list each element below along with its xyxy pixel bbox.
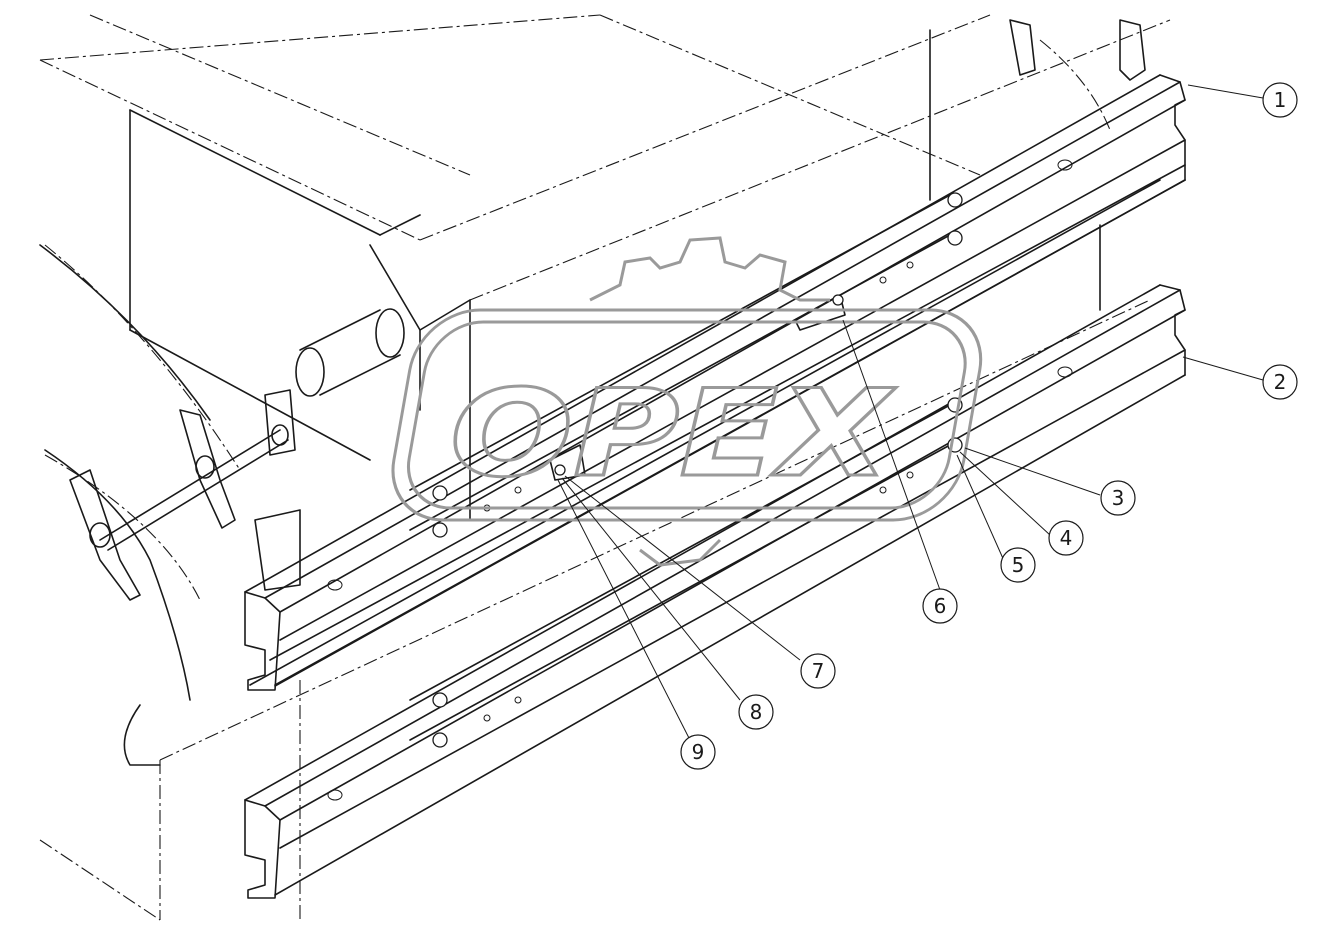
callout-8-label: 8 [750,700,763,724]
callout-5-label: 5 [1012,553,1025,577]
callout-3-label: 3 [1112,486,1125,510]
callout-4: 4 [1048,520,1084,556]
callout-1-label: 1 [1274,88,1287,112]
callout-4-label: 4 [1060,526,1073,550]
callout-9: 9 [680,734,716,770]
watermark-text: OPEX [450,365,897,504]
callout-8: 8 [738,694,774,730]
left-bracket-assembly [69,389,301,601]
callout-9-label: 9 [692,740,705,764]
callout-2: 2 [1262,364,1298,400]
callout-7: 7 [800,653,836,689]
callout-2-label: 2 [1274,370,1287,394]
callout-3: 3 [1100,480,1136,516]
callout-1: 1 [1262,82,1298,118]
callout-6-label: 6 [934,594,947,618]
watermark-logo: OPEX [391,236,983,567]
right-top-bracket [1009,19,1146,81]
callout-6: 6 [922,588,958,624]
callout-7-label: 7 [812,659,825,683]
lower-rail [244,284,1186,899]
cab-outline [39,29,1101,766]
tank [295,308,405,397]
mounting-strips [409,194,951,741]
leader-lines [557,84,1264,741]
callout-5: 5 [1000,547,1036,583]
